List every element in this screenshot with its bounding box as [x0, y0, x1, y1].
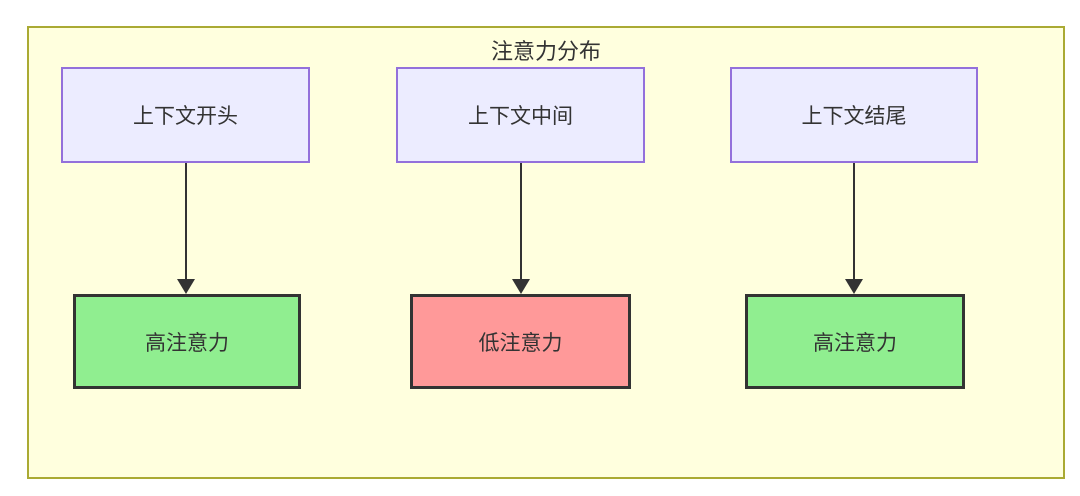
node-context-middle: 上下文中间 [396, 67, 645, 163]
node-high-attention-1: 高注意力 [73, 294, 301, 389]
arrow-line-3 [853, 163, 855, 279]
node-low-attention: 低注意力 [410, 294, 631, 389]
arrow-line-1 [184, 163, 187, 279]
arrow-head-icon [176, 279, 195, 294]
node-context-start: 上下文开头 [61, 67, 310, 163]
node-context-end: 上下文结尾 [730, 67, 978, 163]
cluster-title: 注意力分布 [490, 39, 601, 64]
arrow-line-2 [519, 163, 522, 279]
arrow-head-icon [511, 279, 530, 294]
node-high-attention-2: 高注意力 [745, 294, 965, 389]
arrow-head-icon [845, 279, 863, 294]
